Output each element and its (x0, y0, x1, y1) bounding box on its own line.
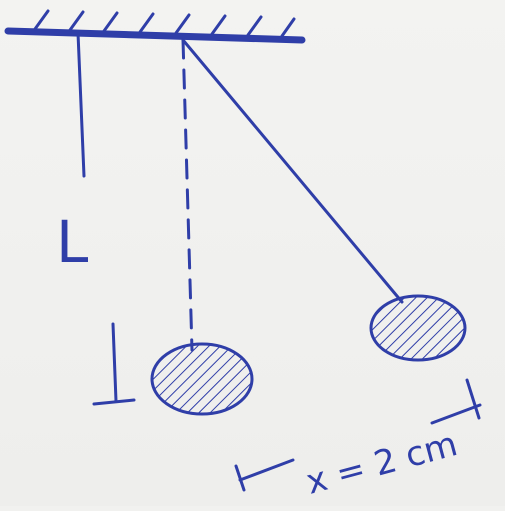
length-marker: L (56, 31, 136, 406)
equilibrium-string (181, 38, 194, 352)
pendulum-bob-rest (150, 342, 254, 416)
displacement-marker: x = 2 cm (234, 378, 482, 503)
length-label: L (56, 208, 88, 276)
ceiling-support (4, 9, 306, 44)
pendulum-bob-displaced (369, 294, 467, 362)
displacement-label: x = 2 cm (302, 424, 462, 503)
displaced-string (181, 38, 404, 304)
